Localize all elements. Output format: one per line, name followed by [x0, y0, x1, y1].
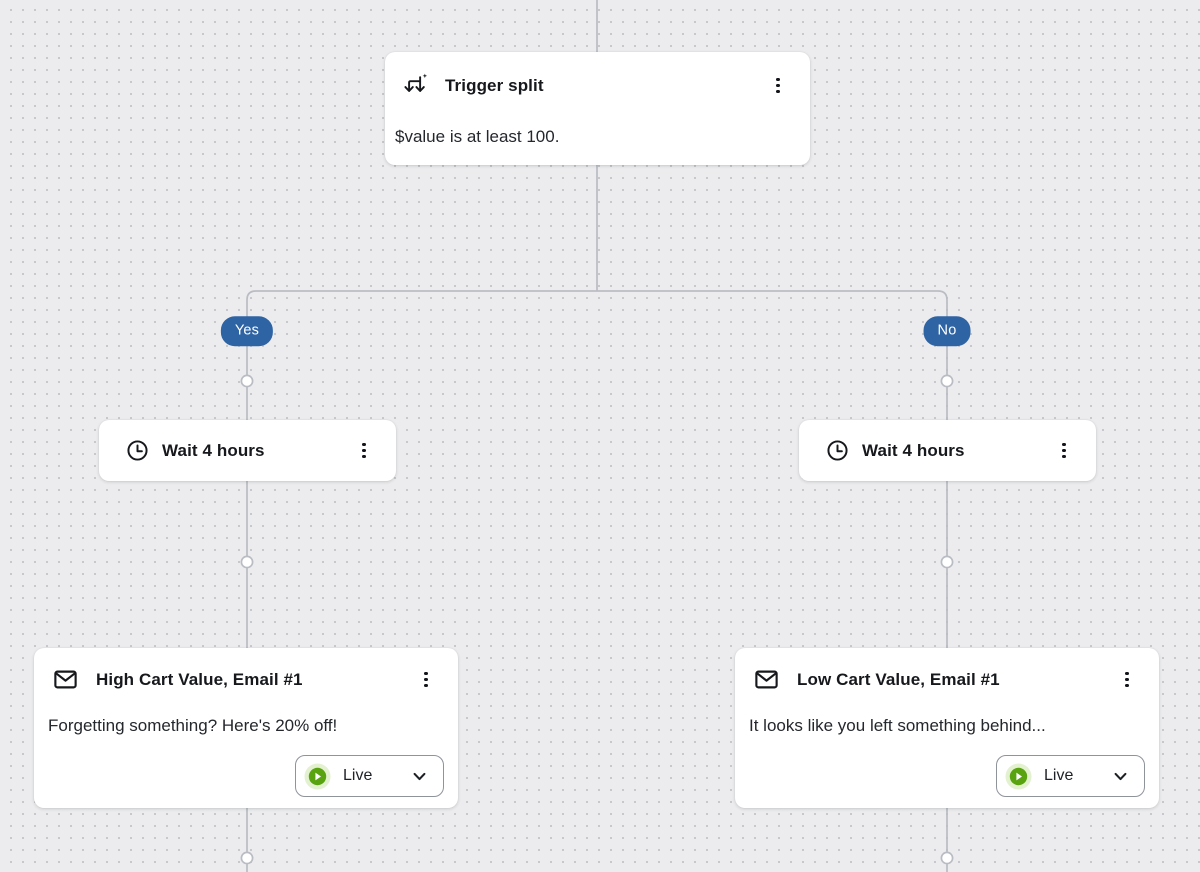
- wait-node-no[interactable]: Wait 4 hours: [799, 420, 1096, 481]
- node-header: High Cart Value, Email #1: [34, 648, 458, 693]
- status-dropdown[interactable]: Live: [295, 755, 444, 797]
- node-title: Low Cart Value, Email #1: [797, 669, 1000, 689]
- email-subject: Forgetting something? Here's 20% off!: [48, 716, 338, 735]
- clock-icon: [125, 438, 150, 463]
- status-label: Live: [343, 767, 373, 784]
- node-title: Trigger split: [445, 75, 544, 95]
- envelope-icon: [52, 666, 79, 693]
- node-title: Wait 4 hours: [162, 440, 265, 460]
- node-header: Low Cart Value, Email #1: [735, 648, 1159, 693]
- trigger-split-node[interactable]: Trigger split $value is at least 100.: [385, 52, 810, 165]
- email-node-low-cart[interactable]: Low Cart Value, Email #1 It looks like y…: [735, 648, 1159, 808]
- branch-label-yes: Yes: [220, 316, 274, 346]
- node-title: Wait 4 hours: [862, 440, 965, 460]
- chevron-down-icon: [1112, 768, 1129, 785]
- email-subject: It looks like you left something behind.…: [749, 716, 1046, 735]
- status-dropdown[interactable]: Live: [996, 755, 1145, 797]
- node-title: High Cart Value, Email #1: [96, 669, 303, 689]
- trigger-split-icon: [401, 72, 428, 99]
- envelope-icon: [753, 666, 780, 693]
- kebab-menu-icon[interactable]: [356, 440, 372, 462]
- connector-handle[interactable]: [940, 555, 954, 569]
- kebab-menu-icon[interactable]: [1119, 669, 1135, 691]
- node-header: Trigger split: [385, 52, 810, 99]
- play-icon: [1005, 763, 1032, 790]
- connector-handle[interactable]: [940, 374, 954, 388]
- status-label: Live: [1044, 767, 1074, 784]
- wait-node-yes[interactable]: Wait 4 hours: [99, 420, 396, 481]
- connector-handle[interactable]: [240, 851, 254, 865]
- kebab-menu-icon[interactable]: [770, 75, 786, 97]
- kebab-menu-icon[interactable]: [1056, 440, 1072, 462]
- connector-handle[interactable]: [940, 851, 954, 865]
- connector-handle[interactable]: [240, 555, 254, 569]
- email-node-high-cart[interactable]: High Cart Value, Email #1 Forgetting som…: [34, 648, 458, 808]
- kebab-menu-icon[interactable]: [418, 669, 434, 691]
- node-description: $value is at least 100.: [395, 127, 560, 146]
- play-icon: [304, 763, 331, 790]
- branch-connector-path: [246, 290, 948, 872]
- connector-handle[interactable]: [240, 374, 254, 388]
- chevron-down-icon: [411, 768, 428, 785]
- clock-icon: [825, 438, 850, 463]
- branch-label-no: No: [923, 316, 971, 346]
